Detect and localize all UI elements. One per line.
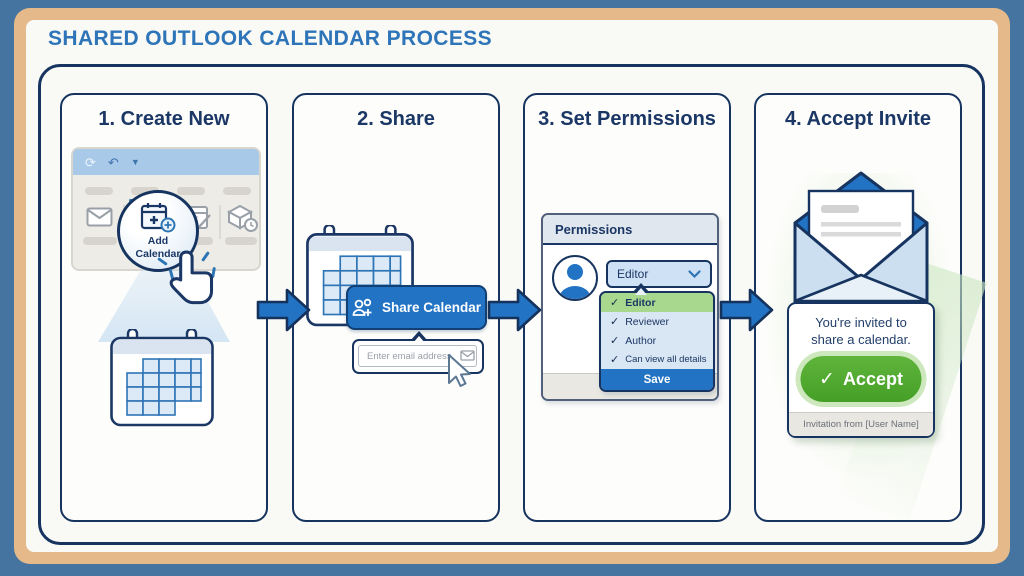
panel-share: 2. Share Share Calendar	[292, 93, 500, 522]
save-button[interactable]: Save	[601, 369, 713, 390]
share-calendar-button[interactable]: Share Calendar	[346, 285, 487, 330]
user-avatar	[552, 255, 598, 301]
hand-cursor-icon	[169, 250, 214, 305]
sync-icon[interactable]: ⟳	[85, 154, 96, 170]
step2-heading: 2. Share	[357, 108, 435, 130]
ribbon-label-placeholder	[225, 237, 257, 245]
check-icon	[610, 353, 619, 366]
permissions-dialog-header: Permissions	[543, 215, 717, 245]
menu-item-editor[interactable]: Editor	[601, 293, 713, 312]
email-input[interactable]	[358, 345, 477, 367]
ribbon-tab-placeholder	[85, 187, 113, 195]
check-icon	[819, 368, 835, 391]
envelope-icon	[793, 171, 929, 303]
add-calendar-icon	[140, 203, 176, 233]
panel-set-permissions: 3. Set Permissions Permissions Editor Ed…	[523, 93, 731, 522]
calendar-illustration	[110, 329, 214, 427]
menu-item-can-view-all-details[interactable]: Can view all details	[601, 350, 713, 369]
ribbon-titlebar: ⟳ ↶ ▼	[73, 149, 259, 175]
accept-label: Accept	[842, 368, 903, 389]
filter-icon[interactable]: ▼	[130, 156, 140, 167]
person-icon	[559, 264, 591, 299]
email-tooltip	[352, 331, 484, 374]
ribbon-separator	[219, 205, 221, 239]
step4-heading: 4. Accept Invite	[785, 108, 931, 130]
step1-heading: 1. Create New	[98, 108, 230, 130]
save-label: Save	[643, 373, 671, 386]
role-dropdown-menu: Editor Reviewer Author Can view all deta…	[599, 283, 715, 392]
invite-message: You're invited to share a calendar.	[811, 315, 911, 347]
tooltip-notch	[412, 336, 425, 343]
chevron-down-icon	[688, 270, 701, 278]
panel-accept-invite: 4. Accept Invite You're invited to share…	[754, 93, 987, 522]
invite-card: You're invited to share a calendar. Acce…	[787, 302, 935, 438]
ribbon-tab-placeholder	[223, 187, 251, 195]
step3-heading: 3. Set Permissions	[538, 108, 716, 130]
check-icon	[610, 296, 619, 309]
share-calendar-label: Share Calendar	[381, 300, 482, 315]
menu-notch	[634, 288, 647, 295]
page-title: SHARED OUTLOOK CALENDAR PROCESS	[48, 27, 493, 50]
arrow-right-icon	[719, 288, 774, 332]
ribbon-label-placeholder	[83, 237, 117, 245]
menu-item-author[interactable]: Author	[601, 331, 713, 350]
person-add-icon	[352, 298, 372, 316]
check-icon	[610, 315, 619, 328]
arrow-right-icon	[487, 288, 542, 332]
ribbon-tab-placeholder	[177, 187, 205, 195]
process-container	[38, 64, 985, 545]
mail-icon[interactable]	[86, 207, 113, 227]
check-icon	[610, 334, 619, 347]
box-clock-icon[interactable]	[225, 203, 259, 233]
mail-icon	[460, 350, 475, 361]
mouse-cursor-icon	[448, 354, 471, 387]
permissions-dialog-title: Permissions	[555, 221, 633, 237]
menu-item-reviewer[interactable]: Reviewer	[601, 312, 713, 331]
add-calendar-label: Add Calendar	[135, 235, 181, 260]
invite-footer: Invitation from [User Name]	[789, 412, 933, 436]
role-select-value: Editor	[617, 267, 649, 281]
arrow-right-icon	[256, 288, 311, 332]
undo-icon[interactable]: ↶	[107, 154, 119, 170]
role-select[interactable]: Editor	[606, 260, 712, 288]
accept-button[interactable]: Accept	[800, 356, 922, 402]
panel-create-new: 1. Create New ⟳ ↶ ▼	[60, 93, 268, 522]
